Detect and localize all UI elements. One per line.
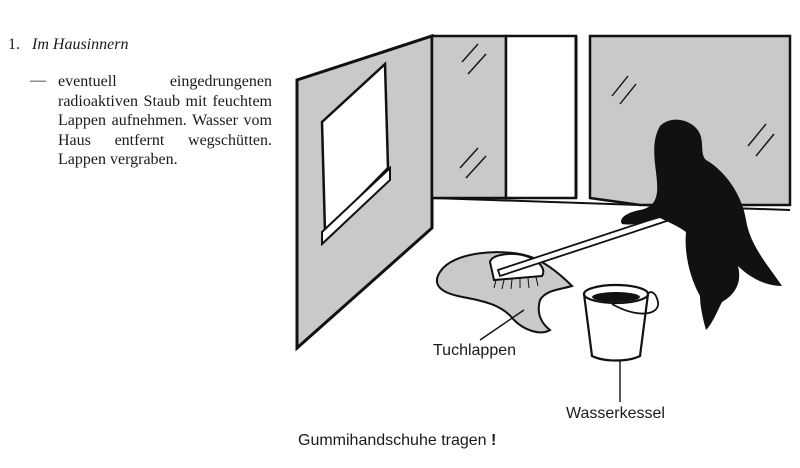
pointer-cloth [479, 309, 525, 341]
caption-exclamation: ! [491, 432, 497, 449]
instruction-text: eventuell eingedrungenen radioaktiven St… [58, 73, 272, 169]
broom-handle [496, 206, 690, 278]
caption-text: Gummihandschuhe tragen [298, 432, 487, 449]
cloth-label: Tuchlappen [433, 342, 517, 359]
bullet-dash: — [30, 72, 46, 89]
bucket-handle [611, 291, 659, 315]
section-number: 1. [8, 36, 20, 53]
window-sill [321, 165, 391, 247]
doorway [504, 34, 578, 200]
section-title: Im Hausinnern [32, 36, 129, 53]
bucket-label: Wasserkessel [566, 405, 665, 422]
section-heading: 1. Im Hausinnern [8, 36, 128, 54]
caption: Gummihandschuhe tragen ! [298, 432, 496, 450]
person-silhouette [621, 119, 782, 330]
